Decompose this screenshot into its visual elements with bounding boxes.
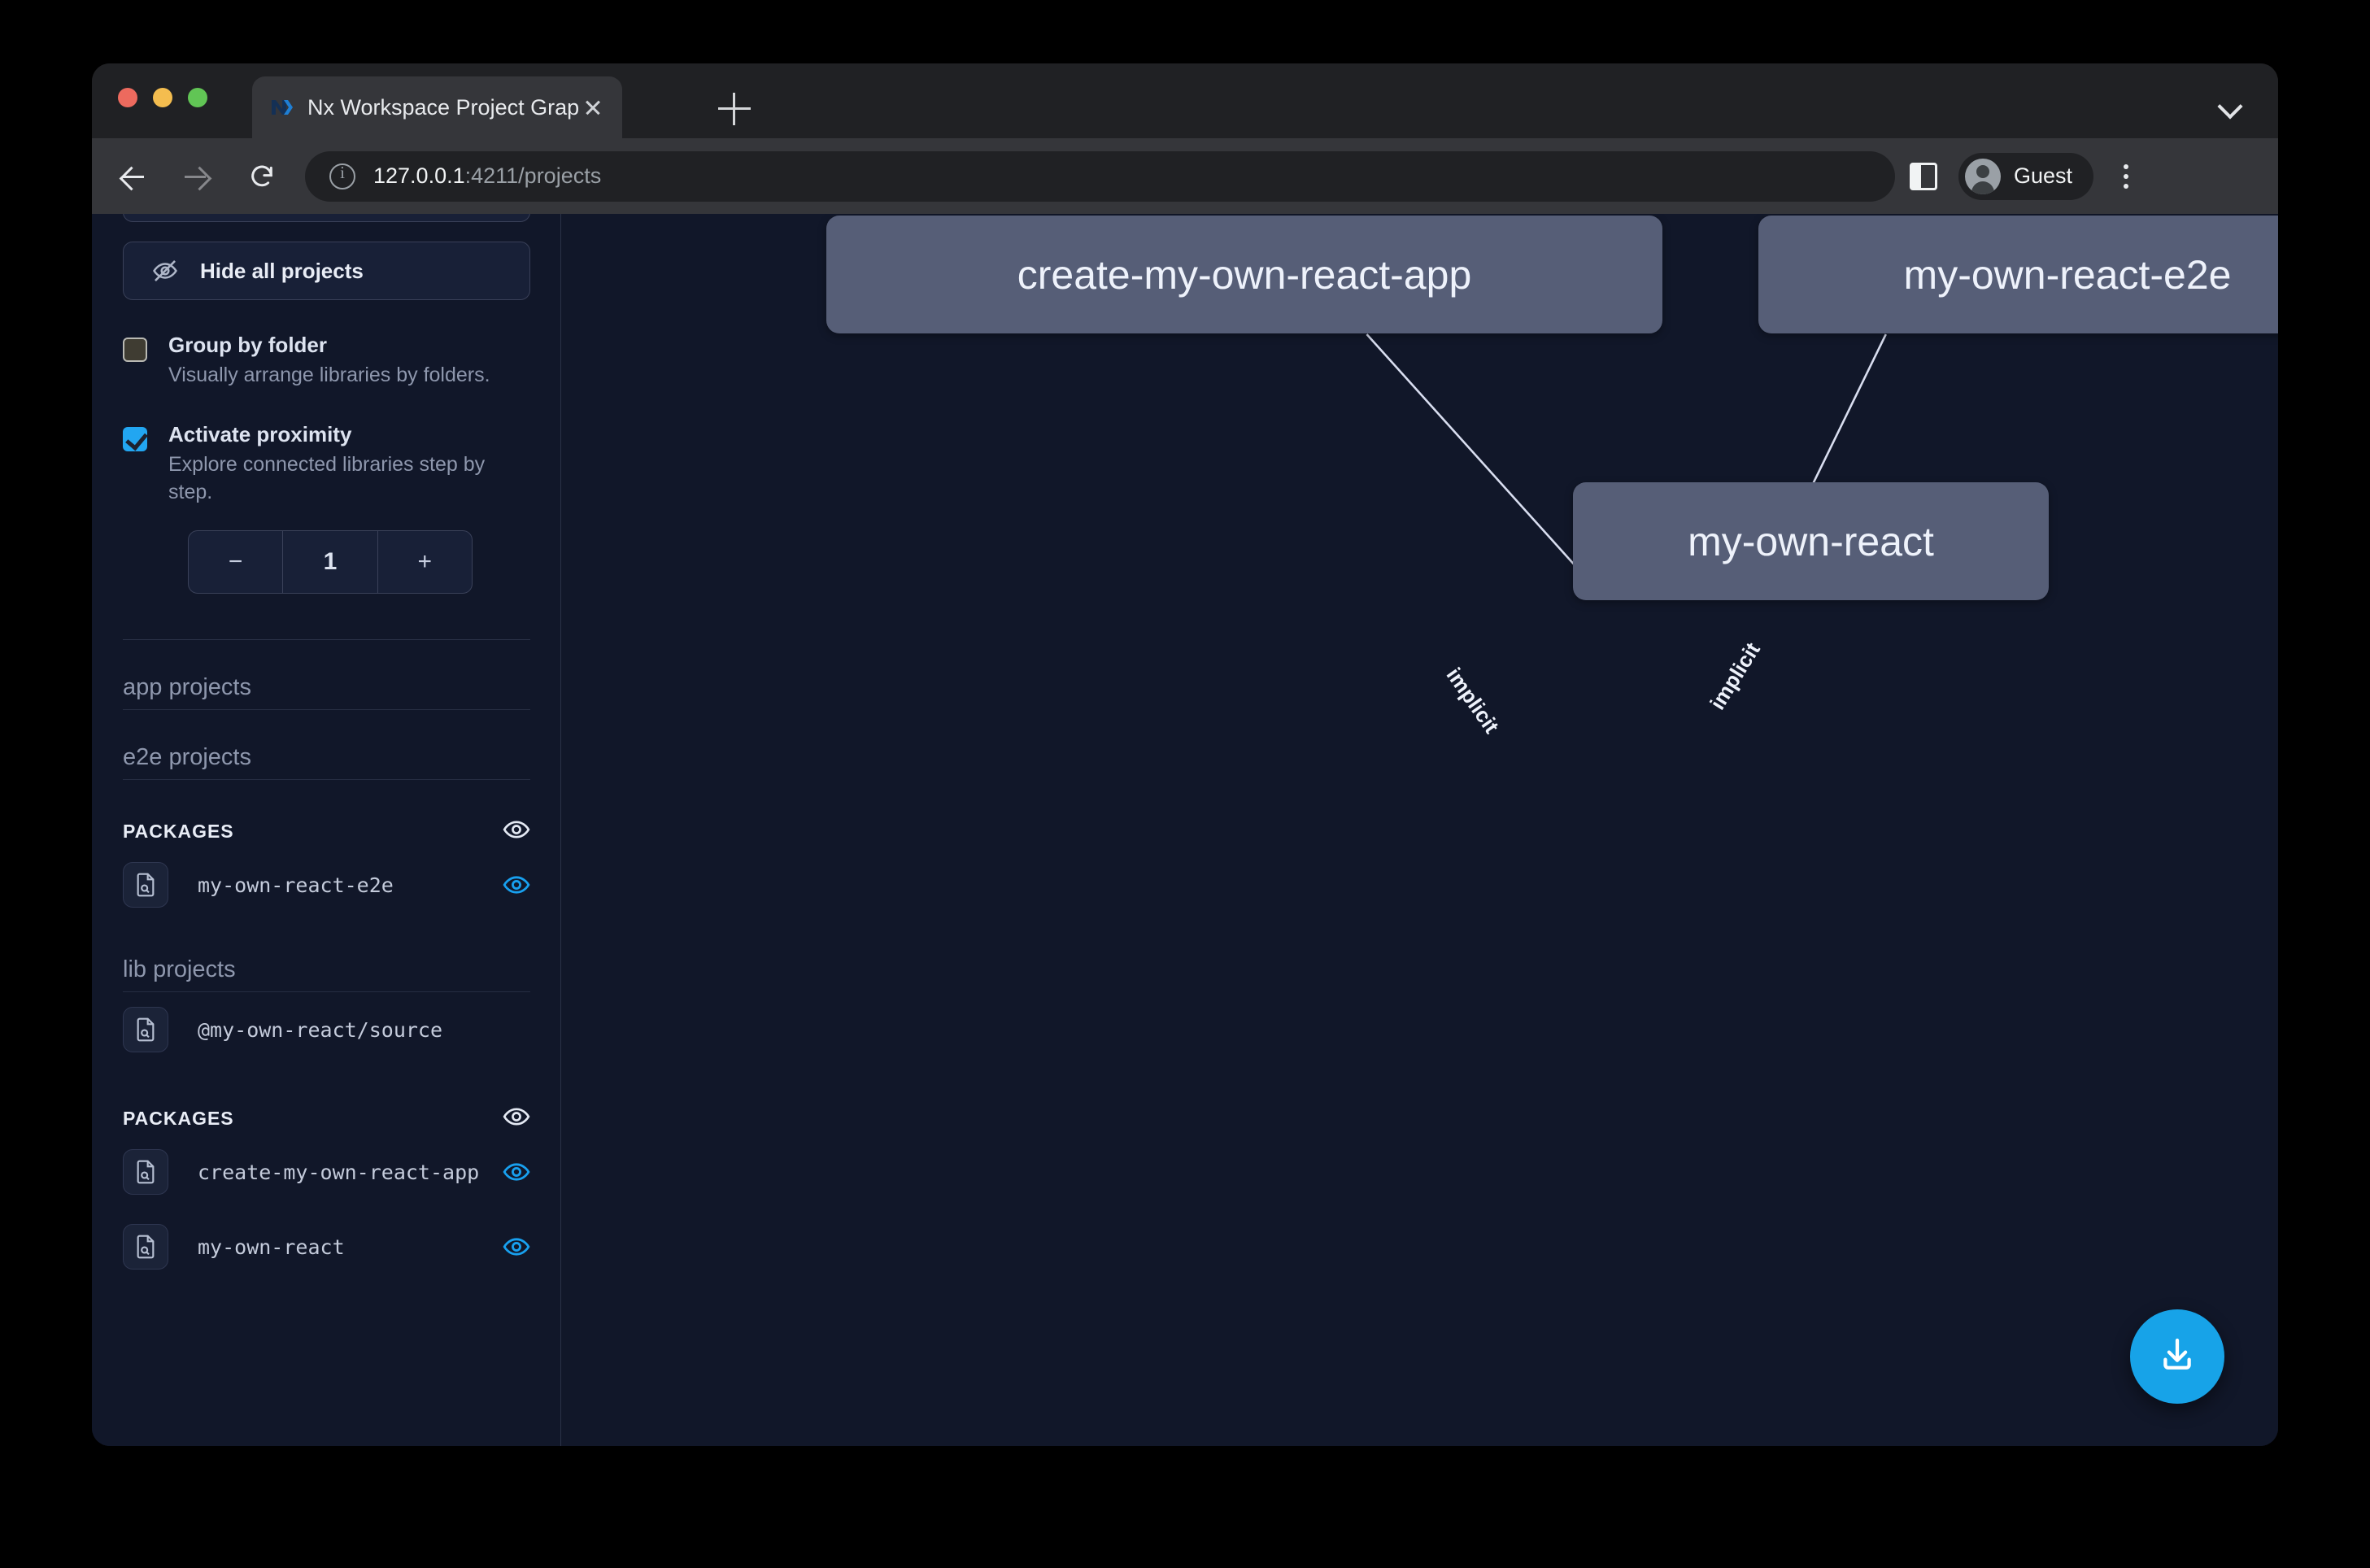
graph-node-my-own-react[interactable]: my-own-react (1573, 482, 2049, 600)
close-window-button[interactable] (118, 88, 137, 107)
group-header-lib-projects: lib projects (123, 922, 530, 993)
activate-proximity-description: Explore connected libraries step by step… (168, 452, 486, 503)
activate-proximity-label: Activate proximity (168, 421, 352, 446)
back-arrow-icon[interactable] (107, 151, 157, 202)
url-host: 127.0.0.1 (373, 163, 465, 188)
url-text: 127.0.0.1:4211/projects (373, 163, 601, 189)
avatar (1965, 158, 2001, 194)
eye-icon[interactable] (503, 816, 530, 847)
list-item[interactable]: my-own-react (123, 1209, 530, 1284)
eye-icon-active[interactable] (503, 1158, 530, 1186)
forward-arrow-icon[interactable] (172, 151, 222, 202)
list-item[interactable]: @my-own-react/source (123, 992, 530, 1067)
show-all-projects-button[interactable]: Show all projects (123, 214, 530, 222)
group-header-app-projects: app projects (123, 640, 530, 711)
group-by-folder-checkbox[interactable] (123, 338, 147, 362)
file-search-icon (123, 862, 168, 908)
graph-node-label: my-own-react-e2e (1903, 251, 2232, 298)
packages-label: PACKAGES (123, 1108, 234, 1130)
browser-toolbar: 127.0.0.1:4211/projects Guest (92, 138, 2278, 214)
side-panel-icon[interactable] (1910, 162, 1937, 190)
packages-header-lib: PACKAGES (123, 1067, 530, 1135)
browser-tab[interactable]: Nx Workspace Project Graph (252, 76, 622, 138)
list-item-label: my-own-react (198, 1235, 345, 1259)
file-search-icon (123, 1224, 168, 1270)
download-graph-button[interactable] (2130, 1309, 2224, 1404)
eye-icon[interactable] (503, 1103, 530, 1135)
graph-edges (1366, 333, 1887, 598)
download-icon (2155, 1333, 2199, 1381)
graph-node-label: create-my-own-react-app (1017, 251, 1472, 298)
profile-label: Guest (2014, 163, 2073, 188)
proximity-increment-button[interactable]: + (417, 548, 433, 576)
packages-header-e2e: PACKAGES (123, 780, 530, 847)
group-header-e2e-projects: e2e projects (123, 710, 530, 781)
hide-all-projects-label: Hide all projects (200, 258, 364, 283)
graph-node-label: my-own-react (1688, 518, 1934, 564)
browser-window: Nx Workspace Project Graph 127.0.0.1:421… (92, 63, 2278, 1446)
maximize-window-button[interactable] (188, 88, 207, 107)
group-by-folder-description: Visually arrange libraries by folders. (168, 364, 490, 386)
address-bar[interactable]: 127.0.0.1:4211/projects (305, 150, 1895, 202)
kebab-menu-icon[interactable] (2110, 157, 2142, 196)
sidebar-divider (123, 639, 530, 641)
project-sidebar: Show all projects Hide all projects (92, 214, 561, 1446)
list-item-label: my-own-react-e2e (198, 873, 394, 897)
profile-button[interactable]: Guest (1958, 152, 2094, 200)
tab-strip: Nx Workspace Project Graph (92, 63, 2278, 138)
page-content: Show all projects Hide all projects (92, 214, 2278, 1446)
close-icon[interactable] (578, 93, 608, 122)
info-icon[interactable] (329, 163, 355, 189)
group-by-folder-option[interactable]: Group by folder Visually arrange librari… (123, 333, 530, 390)
packages-label: PACKAGES (123, 821, 234, 843)
group-by-folder-label: Group by folder (168, 333, 327, 357)
tab-title: Nx Workspace Project Graph (307, 94, 578, 120)
nx-logo-icon (270, 95, 294, 120)
proximity-decrement-button[interactable]: − (189, 531, 284, 594)
file-search-icon (123, 1007, 168, 1053)
toolbar-actions: Guest (1910, 152, 2157, 200)
eye-off-icon (151, 257, 179, 285)
new-tab-icon[interactable] (718, 93, 751, 125)
eye-icon-active[interactable] (503, 871, 530, 899)
url-path: :4211/projects (464, 163, 602, 188)
window-controls (118, 88, 207, 107)
proximity-value: 1 (283, 531, 378, 594)
hide-all-projects-button[interactable]: Hide all projects (123, 242, 530, 300)
project-graph-canvas[interactable]: create-my-own-react-app my-own-react-e2e… (561, 214, 2278, 1446)
graph-node-my-own-react-e2e[interactable]: my-own-react-e2e (1758, 216, 2278, 333)
activate-proximity-checkbox[interactable] (123, 426, 147, 451)
eye-icon-active[interactable] (503, 1233, 530, 1261)
proximity-stepper[interactable]: − 1 + (188, 530, 473, 595)
list-item[interactable]: create-my-own-react-app (123, 1135, 530, 1209)
file-search-icon (123, 1149, 168, 1196)
activate-proximity-option[interactable]: Activate proximity Explore connected lib… (123, 422, 530, 507)
minimize-window-button[interactable] (153, 88, 172, 107)
chevron-down-icon[interactable] (2220, 98, 2242, 111)
graph-node-create-my-own-react-app[interactable]: create-my-own-react-app (826, 216, 1662, 333)
list-item-label: @my-own-react/source (198, 1017, 443, 1042)
reload-icon[interactable] (237, 151, 287, 202)
list-item[interactable]: my-own-react-e2e (123, 847, 530, 922)
list-item-label: create-my-own-react-app (198, 1160, 480, 1184)
